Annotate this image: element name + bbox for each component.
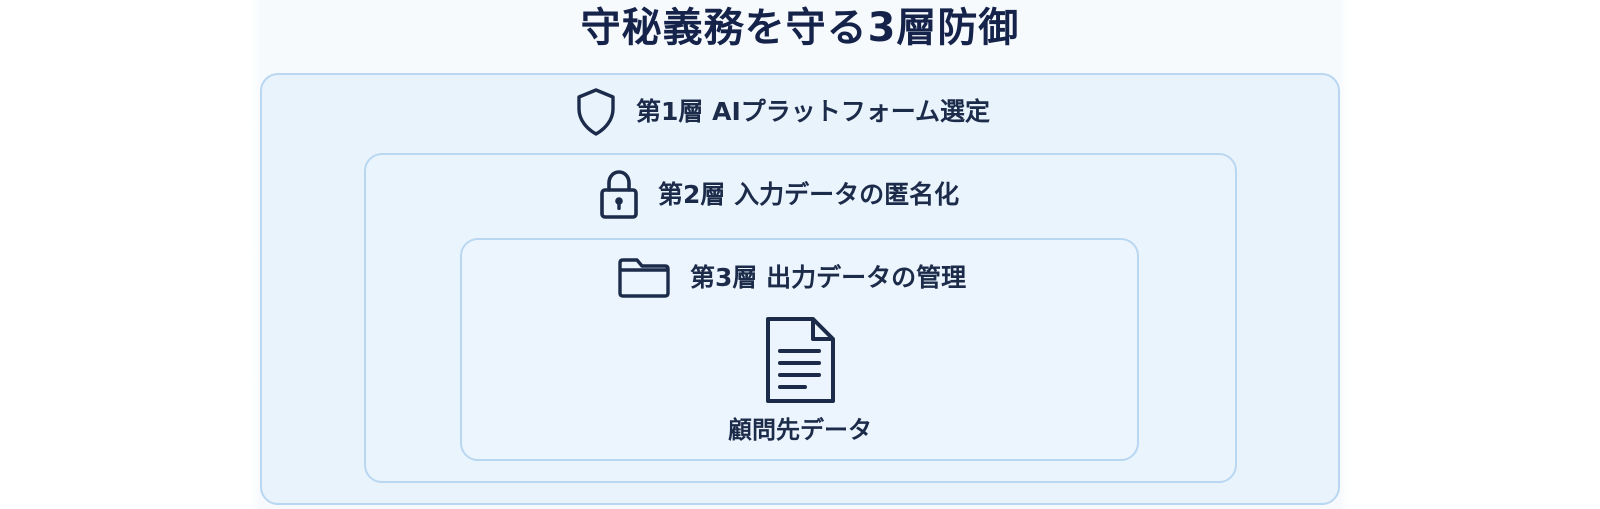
shield-icon (574, 87, 618, 137)
client-data-label: 顧問先データ (728, 416, 872, 444)
layer-2-label: 第2層 入力データの匿名化 (658, 180, 960, 209)
folder-icon (616, 256, 672, 300)
page-title: 守秘義務を守る3層防御 (580, 5, 1020, 51)
layer-2-heading: 第2層 入力データの匿名化 (598, 168, 959, 222)
document-icon (761, 315, 839, 405)
client-data-block: 顧問先データ (715, 315, 885, 445)
layer-1-heading: 第1層 AIプラットフォーム選定 (574, 87, 990, 137)
lock-icon (598, 168, 640, 222)
layer-3-heading: 第3層 出力データの管理 (616, 256, 966, 300)
layer-3-label: 第3層 出力データの管理 (690, 263, 967, 292)
layer-1-label: 第1層 AIプラットフォーム選定 (636, 97, 990, 126)
